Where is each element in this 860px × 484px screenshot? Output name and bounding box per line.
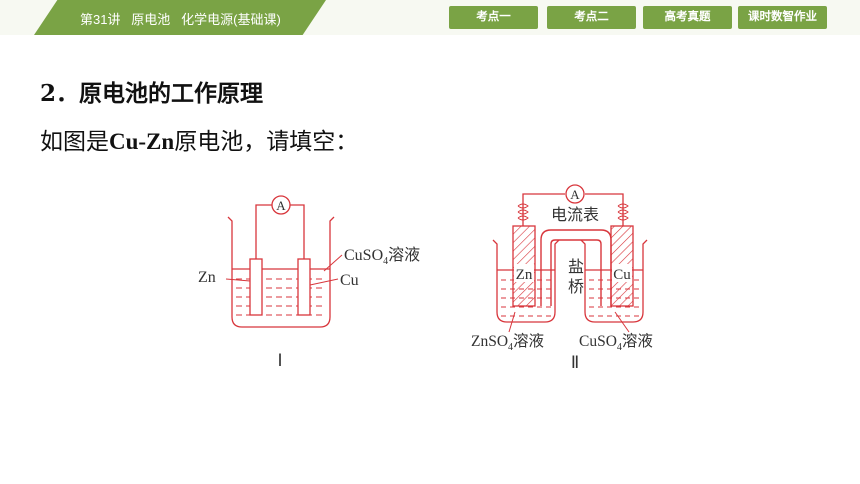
label-cu: Cu <box>613 267 631 283</box>
prompt-cell-name: Cu-Zn <box>109 129 175 154</box>
label-zn: Zn <box>516 267 533 283</box>
label-salt-bridge-1: 盐 <box>568 258 584 276</box>
ammeter-symbol: A <box>276 198 286 213</box>
ammeter-icon <box>271 195 291 215</box>
tab-exam-questions[interactable]: 高考真题 <box>643 6 732 29</box>
label-znso4-solution: ZnSO4溶液 <box>471 332 544 353</box>
ammeter-icon <box>565 184 585 204</box>
caption-figure-1: Ⅰ <box>277 351 282 370</box>
label-cu: Cu <box>340 272 359 289</box>
lesson-title: 第31讲 原电池 化学电源(基础课) <box>80 12 281 27</box>
label-zn: Zn <box>198 269 216 286</box>
ammeter-symbol: A <box>570 187 580 202</box>
section-heading: 2．原电池的工作原理 <box>40 80 264 107</box>
prompt-suffix: 原电池，请填空： <box>174 129 359 155</box>
lesson-title-bar <box>34 0 326 35</box>
tab-topic-1[interactable]: 考点一 <box>449 6 538 29</box>
diagram-single-cell: A Zn Cu CuSO4溶液 Ⅰ <box>198 195 420 370</box>
diagram-salt-bridge-cell: A 电流表 盐 桥 Zn Cu ZnSO4溶液 CuSO4溶液 Ⅱ <box>471 184 653 372</box>
tab-topic-2[interactable]: 考点二 <box>547 6 636 29</box>
tab-homework[interactable]: 课时数智作业 <box>738 6 827 29</box>
label-salt-bridge-2: 桥 <box>568 278 584 296</box>
caption-figure-2: Ⅱ <box>571 353 579 372</box>
prompt-prefix: 如图是 <box>40 129 109 155</box>
label-ammeter: 电流表 <box>551 206 599 224</box>
prompt-text: 如图是Cu-Zn原电池，请填空： <box>40 122 358 156</box>
label-cuso4-solution: CuSO4溶液 <box>579 332 653 353</box>
label-cuso4-solution: CuSO4溶液 <box>344 246 420 267</box>
